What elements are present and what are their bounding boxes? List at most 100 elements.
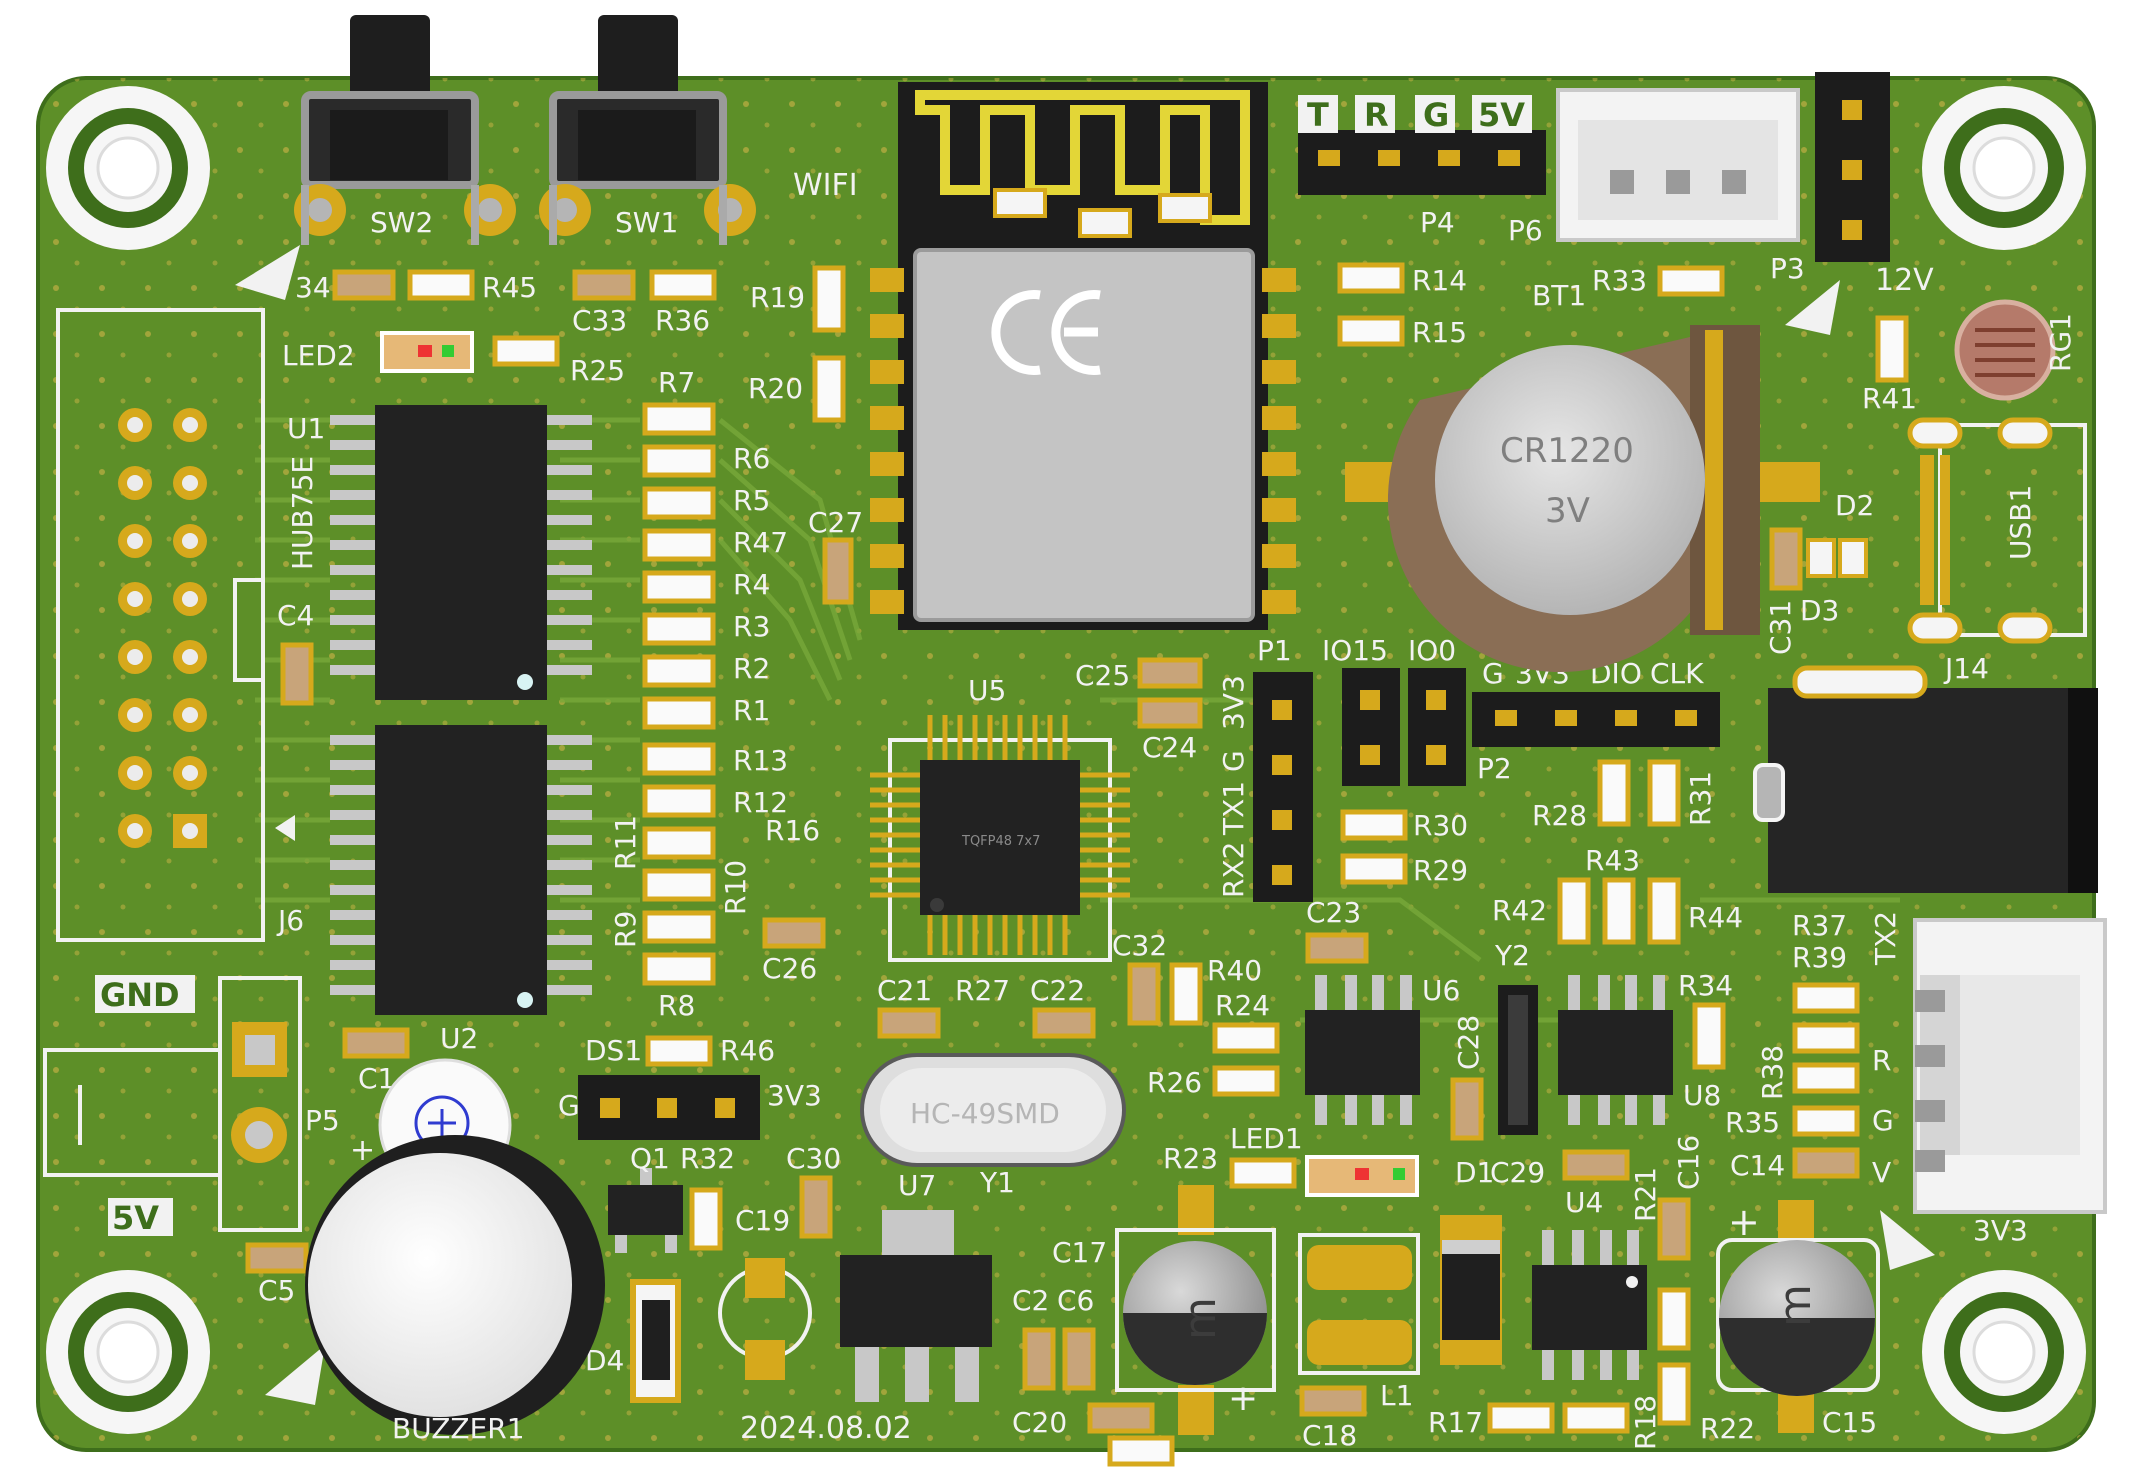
label-c6: C6: [1057, 1284, 1094, 1317]
smd-c28-c29: [1450, 1077, 1630, 1181]
silk-block-gnd: [95, 975, 195, 1013]
label-d2: D2: [1835, 489, 1874, 522]
label-r6: R6: [733, 442, 770, 475]
label-r43: R43: [1585, 844, 1640, 877]
label-c5: C5: [258, 1274, 295, 1307]
label-u7: U7: [898, 1169, 936, 1202]
label-r2: R2: [733, 652, 770, 685]
label-r7: R7: [658, 366, 695, 399]
label-p1: P1: [1257, 634, 1292, 667]
jst-connector-tx2[interactable]: [1913, 918, 2107, 1214]
label-r47: R47: [733, 526, 788, 559]
ecap-c15: m: [1716, 1200, 1880, 1433]
usb-connector-usb1[interactable]: [1907, 417, 2087, 644]
label-5v-left: 5V: [112, 1199, 159, 1237]
header-p1[interactable]: [1253, 672, 1313, 902]
smd-c1-c5: [245, 1027, 410, 1274]
label-r28: R28: [1532, 799, 1587, 832]
switch-sw2[interactable]: [294, 15, 516, 245]
label-c17: C17: [1052, 1236, 1107, 1269]
plus-sign-buzzer-icon: +: [350, 1133, 375, 1168]
label-r35: R35: [1725, 1106, 1780, 1139]
photoresistor-rg1: [1954, 299, 2056, 401]
label-r22: R22: [1700, 1412, 1755, 1445]
label-3v3-bottom: 3V3: [1973, 1214, 2028, 1247]
label-r8: R8: [658, 989, 695, 1022]
smd-c24-c25: [762, 657, 1369, 1039]
header-ds1[interactable]: [578, 1075, 760, 1140]
label-y1: Y1: [979, 1166, 1015, 1199]
label-p2: P2: [1477, 752, 1512, 785]
label-r46: R46: [720, 1034, 775, 1067]
label-c14: C14: [1730, 1149, 1785, 1182]
label-c24: C24: [1142, 731, 1197, 764]
label-hub75e: HUB75E: [286, 456, 319, 570]
label-c21: C21: [877, 974, 932, 1007]
label-c25: C25: [1075, 659, 1130, 692]
label-c30: C30: [786, 1142, 841, 1175]
label-r27: R27: [955, 974, 1010, 1007]
smd-r17-r22: [1487, 1197, 1691, 1434]
label-c18: C18: [1302, 1419, 1357, 1452]
label-q1: Q1: [630, 1142, 670, 1175]
label-p4: P4: [1420, 206, 1455, 239]
inductor-l1: [1298, 1233, 1420, 1375]
label-c31: C31: [1764, 600, 1797, 655]
smd-r14-r15: [1337, 262, 1725, 945]
header-p3[interactable]: [1815, 72, 1890, 262]
label-c2: C2: [1012, 1284, 1049, 1317]
header-p2[interactable]: [1472, 692, 1720, 747]
label-tx2: TX2: [1869, 911, 1902, 966]
header-p4-p6[interactable]: [1298, 130, 1546, 195]
label-c4: C4: [277, 599, 314, 632]
label-c16: C16: [1672, 1135, 1705, 1190]
label-12v: 12V: [1875, 263, 1934, 298]
label-tx2-v: V: [1872, 1156, 1891, 1189]
label-ds1: DS1: [585, 1034, 642, 1067]
label-p3: P3: [1770, 252, 1805, 285]
label-header-t: T: [1307, 96, 1329, 134]
label-r1: R1: [733, 694, 770, 727]
label-r21: R21: [1629, 1167, 1662, 1222]
jumper-io15-io0[interactable]: [1342, 668, 1466, 786]
transistor-q1: [608, 1168, 683, 1253]
mounting-hole-top-right: [1922, 86, 2086, 250]
plus-sign-c15-icon: +: [1728, 1200, 1760, 1244]
label-p1-tx1: TX1: [1217, 781, 1250, 836]
label-header-r: R: [1364, 96, 1389, 134]
label-bt1: BT1: [1532, 279, 1586, 312]
label-d4: D4: [585, 1344, 624, 1377]
terminal-p5[interactable]: [43, 976, 302, 1232]
ic-u2: [330, 725, 592, 1015]
ic-u8: [1558, 975, 1673, 1125]
label-r13: R13: [733, 744, 788, 777]
diodes-d2-d3: [1769, 527, 1868, 591]
label-r16: R16: [765, 814, 820, 847]
label-c32: C32: [1112, 929, 1167, 962]
cap-c19: [718, 1258, 812, 1380]
hub75-connector[interactable]: [56, 308, 295, 942]
label-l1: L1: [1380, 1379, 1413, 1412]
dc-jack-j14[interactable]: [1753, 665, 2098, 893]
silk-block-5v: [1472, 95, 1532, 133]
mounting-hole-top-left: [46, 86, 210, 250]
jst-connector-top[interactable]: [1556, 88, 1800, 242]
ecap-c17-mark: m: [1175, 1297, 1226, 1340]
smd-r46: [645, 1035, 713, 1067]
ic-u6: [1305, 975, 1420, 1125]
label-c26: C26: [762, 952, 817, 985]
silk-block-5v-left: [108, 1198, 173, 1236]
switch-sw1[interactable]: [539, 15, 756, 245]
silk-block-r: [1355, 95, 1395, 133]
label-y2: Y2: [1494, 939, 1530, 972]
ecap-c17: m: [1115, 1185, 1276, 1435]
label-p1-3v3: 3V3: [1217, 675, 1250, 730]
crystal-y2: [1498, 985, 1538, 1135]
label-r33: R33: [1592, 264, 1647, 297]
smd-r41: [1875, 315, 1909, 383]
label-r12: R12: [733, 786, 788, 819]
label-r34-cut: 34: [295, 271, 331, 304]
ic-u1: [330, 405, 592, 700]
label-r44: R44: [1688, 901, 1743, 934]
